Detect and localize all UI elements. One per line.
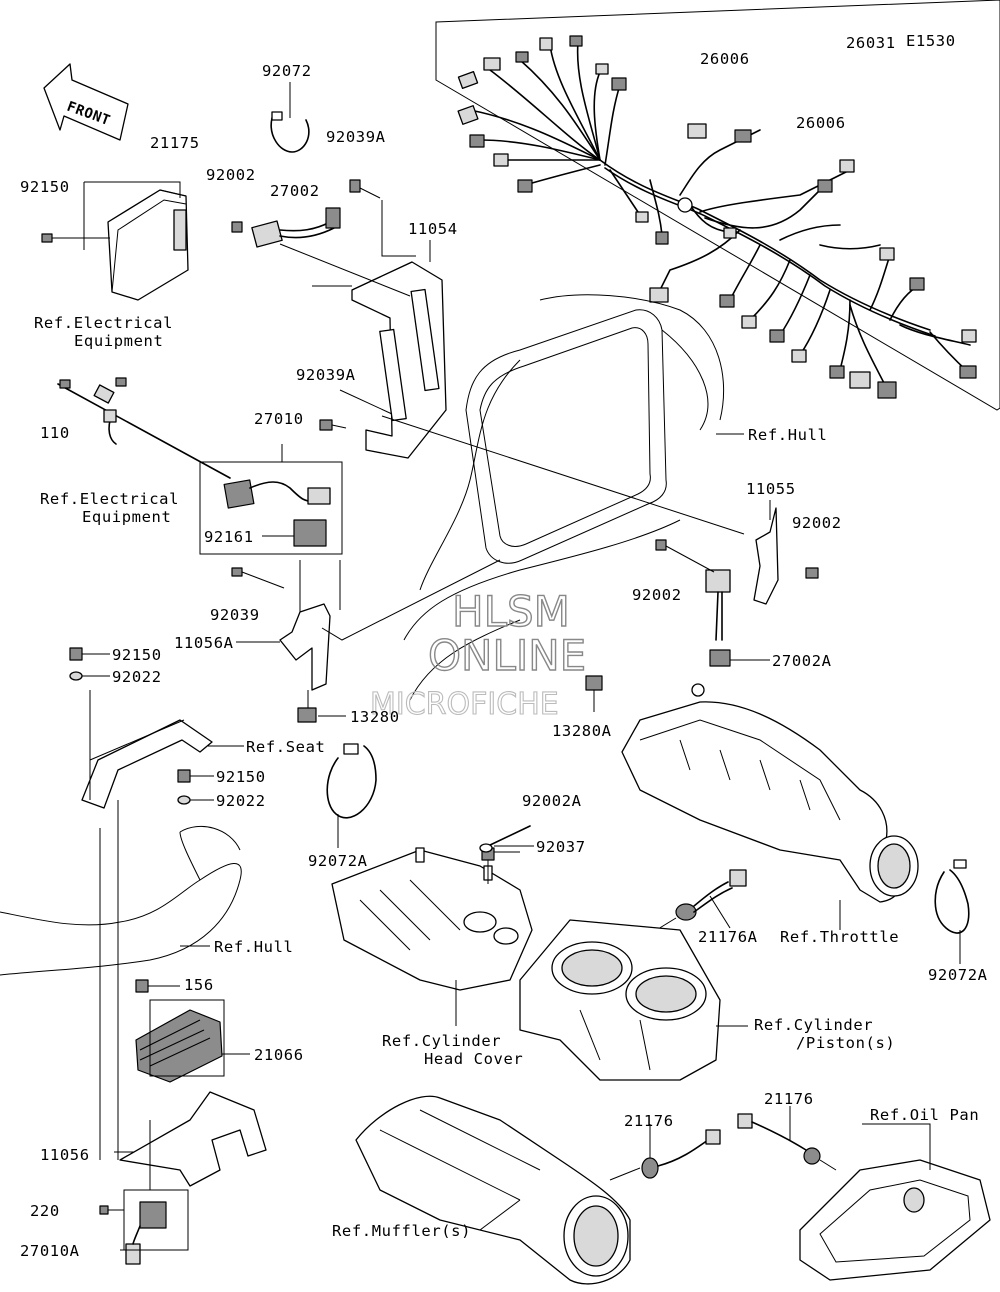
throttle-body bbox=[621, 683, 919, 903]
label-27010: 27010 bbox=[254, 410, 304, 428]
label-92039: 92039 bbox=[210, 606, 260, 624]
label-ref-cylinder-head-2: Head Cover bbox=[424, 1050, 523, 1068]
label-26031: 26031 bbox=[846, 34, 896, 52]
label-92022-b: 92022 bbox=[216, 792, 266, 810]
regulator-21066 bbox=[135, 979, 223, 1083]
label-92150-a: 92150 bbox=[20, 178, 70, 196]
bracket-11054 bbox=[351, 261, 447, 459]
diagram-code: E1530 bbox=[906, 32, 956, 50]
label-ref-throttle: Ref.Throttle bbox=[780, 928, 899, 946]
label-27010A: 27010A bbox=[20, 1242, 80, 1260]
label-92002A: 92002A bbox=[522, 792, 582, 810]
muffler bbox=[355, 1095, 631, 1285]
label-21176-b: 21176 bbox=[764, 1090, 814, 1108]
strap-92037 bbox=[479, 825, 531, 853]
mount-rod bbox=[57, 377, 231, 479]
bracket-11056A bbox=[279, 603, 331, 691]
label-11056: 11056 bbox=[40, 1146, 90, 1164]
ecu-21175 bbox=[107, 189, 189, 301]
relay-27010A bbox=[99, 1201, 167, 1265]
relay-27010 bbox=[199, 461, 343, 555]
band-92072A-right bbox=[934, 859, 970, 934]
label-ref-electrical-2b: Equipment bbox=[82, 508, 171, 526]
bracket-11056 bbox=[114, 1091, 267, 1187]
label-ref-electrical-1b: Equipment bbox=[74, 332, 163, 350]
label-21175: 21175 bbox=[150, 134, 200, 152]
bolt-92039A-a bbox=[349, 179, 381, 199]
label-ref-electrical-2: Ref.Electrical bbox=[40, 490, 179, 508]
label-ref-cylinder-2: /Piston(s) bbox=[796, 1034, 895, 1052]
label-92150-b: 92150 bbox=[112, 646, 162, 664]
label-ref-seat: Ref.Seat bbox=[246, 738, 325, 756]
label-92002-c: 92002 bbox=[632, 586, 682, 604]
bolt-92039A-b bbox=[319, 419, 347, 431]
band-92072A-middle bbox=[326, 743, 377, 819]
label-92039A-b: 92039A bbox=[296, 366, 356, 384]
watermark: HLSM ONLINE MICROFICHE bbox=[369, 586, 586, 722]
label-92150-c: 92150 bbox=[216, 768, 266, 786]
bolt-92150-c bbox=[177, 769, 191, 805]
watermark-line2: ONLINE bbox=[428, 631, 586, 680]
label-27002A: 27002A bbox=[772, 652, 832, 670]
label-13280: 13280 bbox=[350, 708, 400, 726]
clip-13280A bbox=[585, 675, 603, 691]
band-92072-top bbox=[270, 111, 310, 153]
label-21176A: 21176A bbox=[698, 928, 758, 946]
oil-pan bbox=[799, 1159, 991, 1281]
label-ref-electrical-1: Ref.Electrical bbox=[34, 314, 173, 332]
label-92002-b: 92002 bbox=[792, 514, 842, 532]
label-92072-top: 92072 bbox=[262, 62, 312, 80]
front-direction-arrow-icon: FRONT bbox=[43, 63, 129, 141]
hull-frame bbox=[403, 294, 725, 701]
label-92072A-a: 92072A bbox=[308, 852, 368, 870]
label-ref-oil-pan: Ref.Oil Pan bbox=[870, 1106, 979, 1124]
label-11054: 11054 bbox=[408, 220, 458, 238]
label-110: 110 bbox=[40, 424, 70, 442]
label-26006-b: 26006 bbox=[796, 114, 846, 132]
label-92039A-a: 92039A bbox=[326, 128, 386, 146]
screw-92039 bbox=[231, 567, 285, 589]
label-ref-cylinder-1: Ref.Cylinder bbox=[754, 1016, 873, 1034]
bolt-92150-a bbox=[41, 233, 62, 243]
part-labels: E1530 26031 26006 26006 92072 21175 9215… bbox=[20, 32, 988, 1260]
bracket-11055 bbox=[655, 507, 819, 667]
label-21176-a: 21176 bbox=[624, 1112, 674, 1130]
clip-13280 bbox=[297, 707, 317, 723]
label-92002-a: 92002 bbox=[206, 166, 256, 184]
label-11056A: 11056A bbox=[174, 634, 234, 652]
watermark-line3: MICROFICHE bbox=[370, 687, 559, 722]
cylinder-head-cover bbox=[331, 847, 533, 991]
sensor-21176-b bbox=[737, 1113, 821, 1165]
label-156: 156 bbox=[184, 976, 214, 994]
watermark-line1: HLSM bbox=[452, 587, 570, 636]
sensor-21176-a bbox=[641, 1129, 721, 1179]
label-ref-cylinder-head-1: Ref.Cylinder bbox=[382, 1032, 501, 1050]
label-220: 220 bbox=[30, 1202, 60, 1220]
label-92072A-b: 92072A bbox=[928, 966, 988, 984]
sensor-21176A bbox=[675, 869, 747, 921]
label-26006-a: 26006 bbox=[700, 50, 750, 68]
cylinder-block bbox=[519, 919, 721, 1081]
label-21066: 21066 bbox=[254, 1046, 304, 1064]
label-92161: 92161 bbox=[204, 528, 254, 546]
label-ref-hull-2: Ref.Hull bbox=[214, 938, 293, 956]
label-11055: 11055 bbox=[746, 480, 796, 498]
label-27002: 27002 bbox=[270, 182, 320, 200]
label-ref-hull-1: Ref.Hull bbox=[748, 426, 827, 444]
seat-bracket bbox=[81, 690, 213, 809]
label-13280A: 13280A bbox=[552, 722, 612, 740]
bolt-92150-b bbox=[69, 647, 83, 681]
wire-harness-group bbox=[435, 0, 1000, 411]
label-92022-a: 92022 bbox=[112, 668, 162, 686]
label-92037: 92037 bbox=[536, 838, 586, 856]
sensor-27002 bbox=[231, 207, 341, 248]
hull-lower-left bbox=[0, 825, 242, 976]
label-ref-muffler: Ref.Muffler(s) bbox=[332, 1222, 471, 1240]
